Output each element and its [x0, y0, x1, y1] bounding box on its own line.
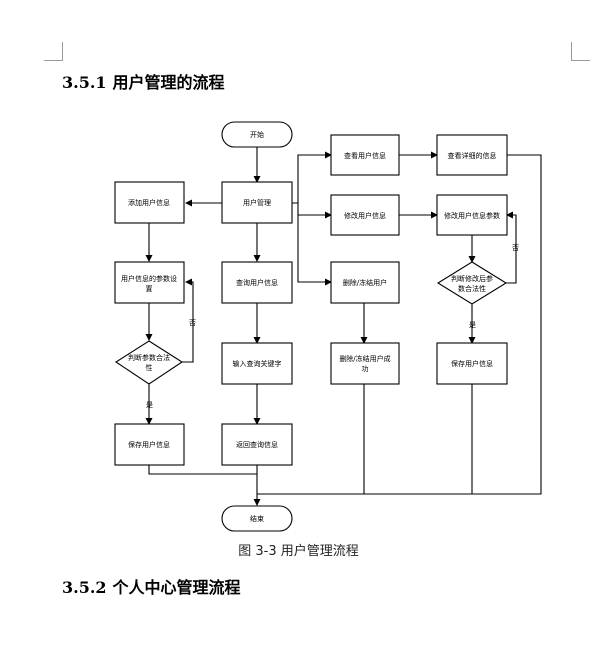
edge-judge-left-no [182, 278, 194, 363]
node-add-user-label: 添加用户信息 [128, 198, 170, 207]
section-heading-3-5-2: 3.5.2 个人中心管理流程 [62, 574, 241, 598]
node-save-right: 保存用户信息 [436, 342, 508, 385]
node-judge-left: 判断参数合法 性 [114, 340, 184, 385]
node-param-set-line-1: 用户信息的参数设 [121, 274, 177, 283]
node-view-detail-label: 查看详细的信息 [448, 151, 497, 160]
edge-detail-merge [257, 154, 542, 495]
edge-manage-to-right-branches [292, 151, 332, 204]
node-param-set: 用户信息的参数设 置 [114, 261, 185, 304]
node-delete-done-line-1: 删除/冻结用户成 [339, 354, 390, 363]
node-modify-user-label: 修改用户信息 [344, 211, 386, 220]
node-modify-user: 修改用户信息 [330, 194, 400, 236]
page-corner-mark-left [44, 42, 63, 61]
node-user-manage: 用户管理 [221, 181, 293, 224]
node-save-left-label: 保存用户信息 [128, 440, 170, 449]
node-start: 开始 [221, 121, 293, 148]
node-input-keyword-label: 输入查询关键字 [233, 359, 282, 368]
node-param-set-line-2: 置 [146, 285, 153, 293]
section-heading-3-5-1: 3.5.1 用户管理的流程 [62, 69, 225, 93]
node-judge-right-line-1: 判断修改后参 [451, 274, 493, 283]
node-view-user: 查看用户信息 [330, 134, 400, 176]
edge-label-no-left: 否 [189, 319, 196, 327]
node-view-user-label: 查看用户信息 [344, 151, 386, 160]
node-user-manage-label: 用户管理 [243, 198, 271, 207]
edge-save-left-merge [148, 465, 257, 475]
node-start-label: 开始 [250, 130, 264, 139]
section-number: 3.5.1 [62, 73, 107, 92]
figure-caption: 图 3-3 用户管理流程 [238, 544, 359, 559]
page-corner-mark-right [571, 42, 590, 61]
edges [145, 147, 542, 506]
edge-judge-right-no [506, 211, 517, 284]
node-end-label: 结束 [250, 514, 264, 523]
node-save-left: 保存用户信息 [114, 423, 185, 466]
node-delete-user-label: 删除/冻结用户 [343, 278, 387, 287]
edge-label-yes-left: 是 [146, 401, 153, 409]
section-title: 个人中心管理流程 [112, 578, 241, 597]
node-return-result: 返回查询信息 [221, 423, 293, 466]
node-input-keyword: 输入查询关键字 [221, 342, 293, 385]
edge-label-no-right: 否 [512, 244, 519, 252]
node-modify-param-label: 修改用户信息参数 [444, 211, 500, 220]
edge-label-yes-right: 是 [469, 321, 476, 329]
node-query-user-label: 查询用户信息 [236, 278, 278, 287]
node-save-right-label: 保存用户信息 [451, 359, 493, 368]
node-delete-done-line-2: 功 [362, 364, 369, 373]
node-judge-right-line-2: 数合法性 [458, 284, 486, 293]
node-query-user: 查询用户信息 [221, 261, 293, 304]
node-end: 结束 [221, 505, 293, 532]
node-delete-user: 删除/冻结用户 [330, 261, 400, 304]
node-add-user: 添加用户信息 [114, 181, 185, 224]
node-judge-left-line-2: 性 [146, 363, 153, 372]
node-judge-left-line-1: 判断参数合法 [128, 353, 170, 362]
section-title: 用户管理的流程 [112, 73, 225, 92]
node-judge-right: 判断修改后参 数合法性 [436, 261, 508, 305]
node-view-detail: 查看详细的信息 [436, 134, 508, 176]
node-modify-param: 修改用户信息参数 [436, 194, 508, 236]
section-number: 3.5.2 [62, 578, 107, 597]
node-delete-done: 删除/冻结用户成 功 [330, 342, 400, 385]
edge-branch-to-delete [297, 203, 332, 286]
node-return-result-label: 返回查询信息 [236, 440, 278, 449]
